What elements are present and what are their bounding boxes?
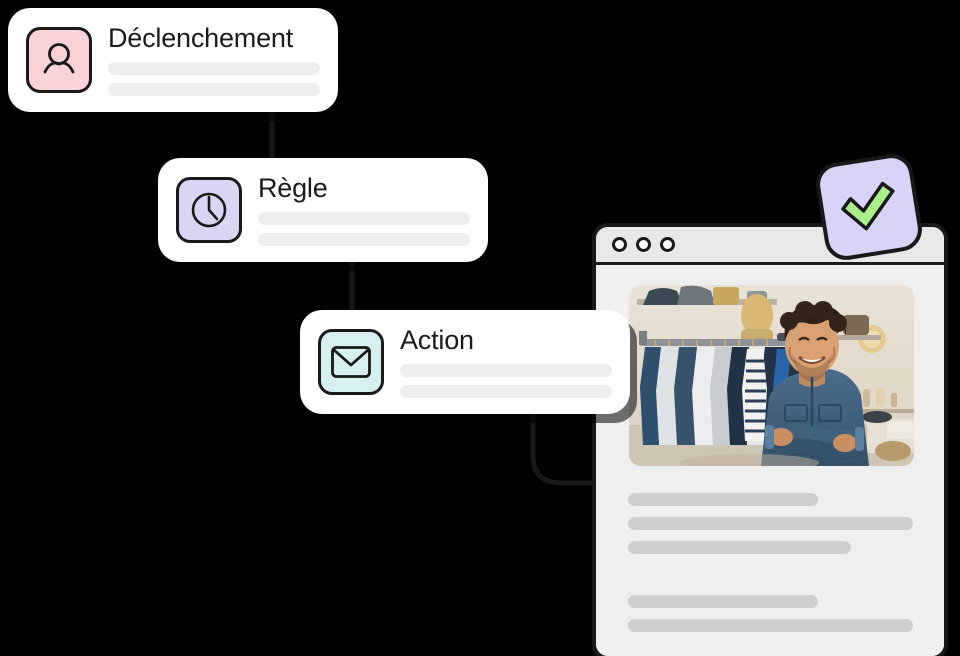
envelope-icon (318, 329, 384, 395)
flow-card-text: Règle (258, 173, 470, 246)
clock-icon (176, 177, 242, 243)
flow-card-action[interactable]: Action (300, 310, 630, 414)
skeleton-group-1 (628, 493, 913, 565)
flow-card-line (108, 82, 320, 96)
flow-card-text: Action (400, 325, 612, 398)
checkmark-icon (841, 181, 895, 231)
user-icon (26, 27, 92, 93)
flow-card-line (258, 211, 470, 225)
flow-card-line (400, 384, 612, 398)
skeleton-line (628, 493, 818, 506)
store-owner-photo (629, 285, 914, 466)
skeleton-line (628, 619, 913, 632)
maximize-dot-icon[interactable] (660, 237, 675, 252)
flow-card-title: Déclenchement (108, 23, 294, 54)
skeleton-line (628, 517, 913, 530)
flow-card-line (108, 61, 320, 75)
skeleton-group-2 (628, 595, 913, 643)
flow-card-line (258, 232, 470, 246)
skeleton-line (628, 595, 818, 608)
browser-window (592, 223, 948, 656)
browser-content (596, 265, 944, 656)
flow-card-text: Déclenchement (108, 23, 320, 96)
connector-action-to-browser (530, 414, 600, 486)
flow-card-rule[interactable]: Règle (158, 158, 488, 262)
flow-card-title: Règle (258, 173, 328, 204)
flow-card-title: Action (400, 325, 474, 356)
minimize-dot-icon[interactable] (636, 237, 651, 252)
skeleton-line (628, 541, 851, 554)
success-badge (812, 150, 926, 264)
close-dot-icon[interactable] (612, 237, 627, 252)
flow-card-trigger[interactable]: Déclenchement (8, 8, 338, 112)
flow-card-line (400, 363, 612, 377)
